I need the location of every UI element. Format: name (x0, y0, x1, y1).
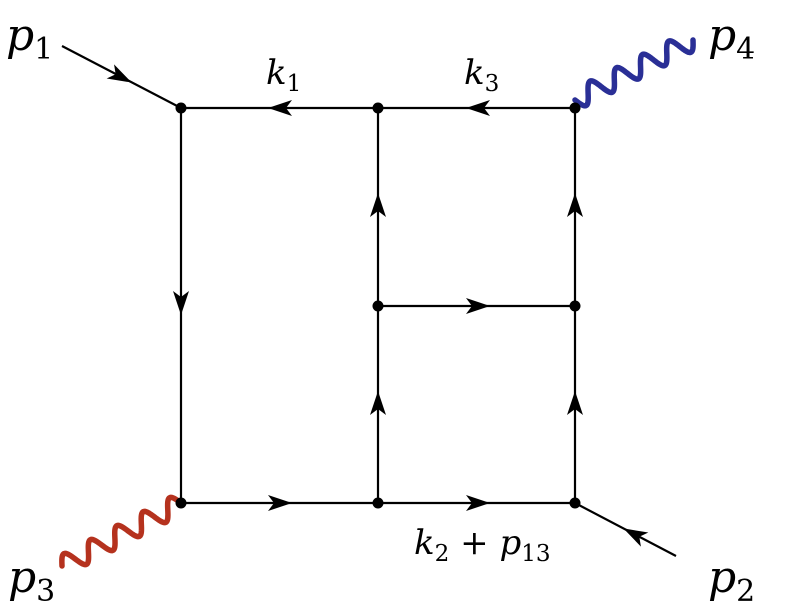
arrow-icon (268, 100, 292, 116)
label-p3: p3 (8, 556, 55, 607)
arrow-icon (370, 193, 386, 217)
label-k2-sub: 2 (434, 540, 450, 567)
vertex-dot (175, 497, 187, 509)
label-p2-base: p (708, 552, 737, 603)
label-p4: p4 (708, 14, 755, 65)
label-p2-sub: 2 (736, 573, 756, 609)
label-p2: p2 (708, 556, 755, 607)
label-p1-sub: 1 (34, 31, 54, 67)
label-k1-base: k (266, 53, 287, 93)
vertex-dot (569, 300, 581, 312)
label-k3: k3 (464, 56, 499, 96)
vertex-dot (569, 497, 581, 509)
photon-p3-wavy-line (59, 494, 184, 569)
arrow-icon (567, 391, 583, 415)
label-k1-sub: 1 (286, 70, 302, 97)
label-k3-sub: 3 (484, 70, 500, 97)
arrow-icon (370, 391, 386, 415)
label-k2-base: k (414, 523, 435, 563)
label-k3-base: k (464, 53, 485, 93)
arrow-icon (173, 291, 189, 315)
label-p4-sub: 4 (736, 31, 756, 67)
arrow-icon (106, 64, 132, 83)
vertex-dot (175, 102, 187, 114)
label-p3-sub: 3 (36, 573, 56, 609)
vertex-dot (372, 497, 384, 509)
label-p13-sub: 13 (521, 540, 551, 567)
label-k1: k1 (266, 56, 301, 96)
label-plus-operator: + (460, 523, 489, 563)
label-p3-base: p (8, 552, 37, 603)
photon-p4-wavy-line (572, 37, 696, 109)
vertex-dot (569, 102, 581, 114)
label-p1-base: p (6, 10, 35, 61)
vertex-dot (372, 300, 384, 312)
label-k2-plus-p13: k2 + p13 (414, 526, 551, 566)
arrow-icon (466, 495, 490, 511)
arrow-icon (623, 528, 649, 547)
label-p13-base: p (499, 523, 522, 563)
arrow-icon (268, 495, 292, 511)
label-p1: p1 (6, 14, 53, 65)
arrow-icon (466, 100, 490, 116)
vertex-dot (372, 102, 384, 114)
arrow-icon (466, 298, 490, 314)
label-p4-base: p (708, 10, 737, 61)
arrow-icon (567, 193, 583, 217)
